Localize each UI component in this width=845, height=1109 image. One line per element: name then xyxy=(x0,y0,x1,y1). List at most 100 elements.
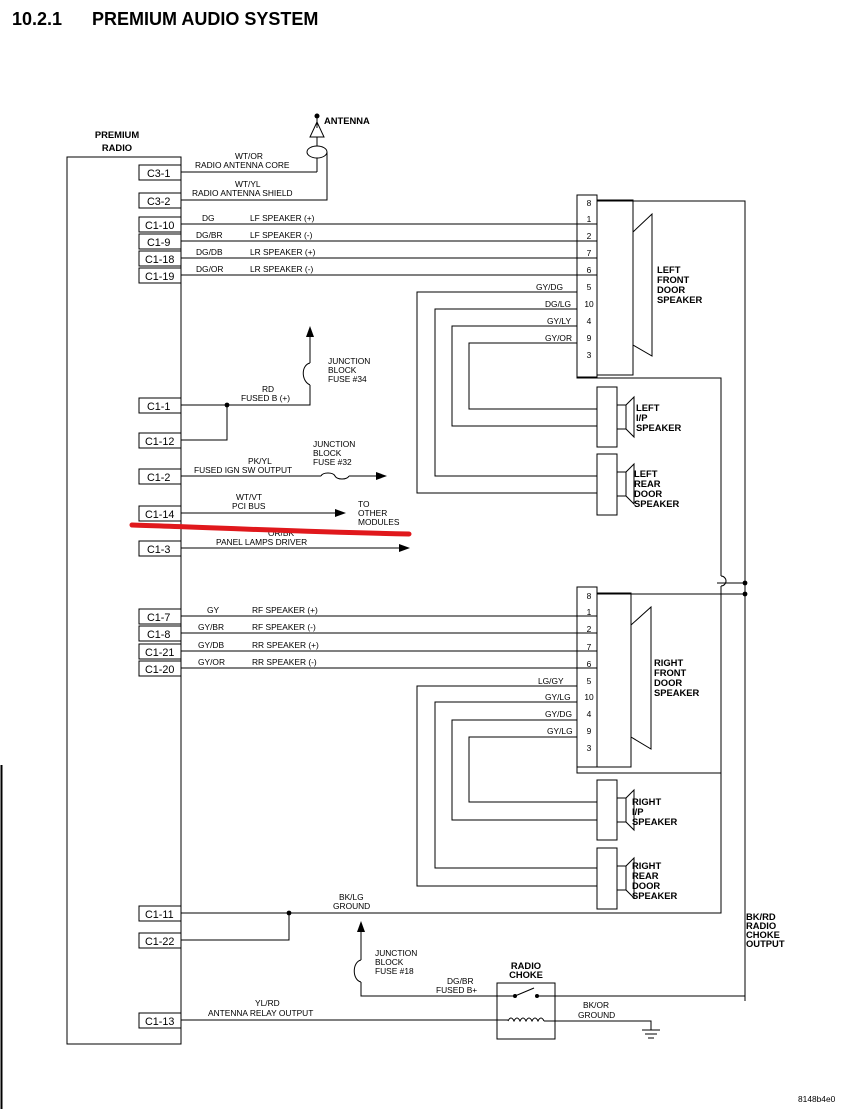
svg-text:GY/BR: GY/BR xyxy=(198,622,224,632)
svg-text:ANTENNA RELAY OUTPUT: ANTENNA RELAY OUTPUT xyxy=(208,1008,313,1018)
svg-text:RIGHT: RIGHT xyxy=(654,657,683,668)
panel-lamps-driver: OR/BK PANEL LAMPS DRIVER xyxy=(181,528,410,552)
connector-c3-1: C3-1 xyxy=(147,168,170,180)
svg-text:DOOR: DOOR xyxy=(654,677,682,688)
svg-text:PANEL LAMPS DRIVER: PANEL LAMPS DRIVER xyxy=(216,537,307,547)
svg-text:1: 1 xyxy=(587,214,592,224)
svg-text:7: 7 xyxy=(587,248,592,258)
svg-text:I/P: I/P xyxy=(636,412,647,423)
svg-text:RR SPEAKER (+): RR SPEAKER (+) xyxy=(252,640,319,650)
arrow-up-icon xyxy=(306,326,314,337)
antenna-relay-output: YL/RD ANTENNA RELAY OUTPUT xyxy=(181,998,508,1021)
left-speaker-wires: DG LF SPEAKER (+) DG/BR LF SPEAKER (-) D… xyxy=(181,213,597,276)
svg-text:YL/RD: YL/RD xyxy=(255,998,280,1008)
arrow-right-icon xyxy=(399,544,410,552)
left-front-door-speaker: 8 1 2 7 6 5 10 4 9 3 LEFT FRONT DOOR SPE… xyxy=(536,194,703,378)
connector-pins: C3-1 C3-2 C1-10 C1-9 C1-18 C1-19 C1-1 C1… xyxy=(138,164,182,1029)
svg-text:DG/BR: DG/BR xyxy=(196,230,223,240)
svg-text:LEFT: LEFT xyxy=(657,264,681,275)
svg-text:FRONT: FRONT xyxy=(654,667,687,678)
choke-output-label: BK/RD RADIO CHOKE OUTPUT xyxy=(746,911,785,949)
svg-text:6: 6 xyxy=(587,659,592,669)
svg-text:FRONT: FRONT xyxy=(657,274,690,285)
connector-c1-14: C1-14 xyxy=(145,509,174,521)
svg-text:WT/OR: WT/OR xyxy=(235,151,263,161)
svg-text:RADIO: RADIO xyxy=(511,960,541,971)
connector-c1-13: C1-13 xyxy=(145,1016,174,1028)
svg-text:DOOR: DOOR xyxy=(634,488,662,499)
junction-block-fuse-34: JUNCTION BLOCK FUSE #34 RD FUSED B (+) xyxy=(181,326,370,441)
svg-text:SPEAKER: SPEAKER xyxy=(634,498,680,509)
svg-text:WT/VT: WT/VT xyxy=(236,492,262,502)
choke-ground: BK/OR GROUND xyxy=(544,1000,660,1039)
svg-text:GY/LG: GY/LG xyxy=(547,726,573,736)
svg-text:FUSE #18: FUSE #18 xyxy=(375,966,414,976)
svg-text:5: 5 xyxy=(587,676,592,686)
svg-text:BLOCK: BLOCK xyxy=(375,957,404,967)
svg-text:1: 1 xyxy=(587,607,592,617)
svg-text:LF SPEAKER (-): LF SPEAKER (-) xyxy=(250,230,313,240)
svg-text:8: 8 xyxy=(587,198,592,208)
premium-radio: PREMIUM RADIO xyxy=(66,129,182,1045)
svg-text:GROUND: GROUND xyxy=(578,1010,615,1020)
connector-c3-2: C3-2 xyxy=(147,196,170,208)
svg-text:DG/OR: DG/OR xyxy=(196,264,223,274)
panel-lamps-color: OR/BK xyxy=(268,528,294,538)
svg-text:OUTPUT: OUTPUT xyxy=(746,938,785,949)
choke-coil xyxy=(507,1017,545,1023)
connector-c1-22: C1-22 xyxy=(145,936,174,948)
svg-text:10: 10 xyxy=(584,299,594,309)
svg-text:RIGHT: RIGHT xyxy=(632,860,661,871)
svg-text:DOOR: DOOR xyxy=(632,880,660,891)
svg-text:SPEAKER: SPEAKER xyxy=(632,890,678,901)
svg-text:RD: RD xyxy=(262,384,274,394)
arrow-right-icon xyxy=(376,472,387,480)
svg-text:RF SPEAKER (-): RF SPEAKER (-) xyxy=(252,622,316,632)
svg-text:FUSE #34: FUSE #34 xyxy=(328,374,367,384)
svg-text:GY/LY: GY/LY xyxy=(547,316,571,326)
svg-text:RADIO: RADIO xyxy=(102,142,132,153)
arrow-up-icon xyxy=(357,921,365,932)
svg-text:DG/DB: DG/DB xyxy=(196,247,223,257)
svg-text:REAR: REAR xyxy=(632,870,659,881)
svg-text:BK/LG: BK/LG xyxy=(339,892,364,902)
connector-c1-19: C1-19 xyxy=(145,271,174,283)
connector-c1-1: C1-1 xyxy=(147,401,170,413)
svg-text:GY/OR: GY/OR xyxy=(545,333,572,343)
svg-text:CHOKE: CHOKE xyxy=(746,929,780,940)
svg-text:LEFT: LEFT xyxy=(634,468,658,479)
svg-text:PK/YL: PK/YL xyxy=(248,456,272,466)
antenna-label: ANTENNA xyxy=(324,115,370,126)
svg-text:10: 10 xyxy=(584,692,594,702)
svg-text:RIGHT: RIGHT xyxy=(632,796,661,807)
connector-c1-20: C1-20 xyxy=(145,664,174,676)
section-number: 10.2.1 xyxy=(12,9,62,29)
svg-text:DG: DG xyxy=(202,213,215,223)
svg-text:8: 8 xyxy=(587,591,592,601)
svg-text:FUSED B (+): FUSED B (+) xyxy=(241,393,290,403)
connector-c1-2: C1-2 xyxy=(147,472,170,484)
svg-text:SPEAKER: SPEAKER xyxy=(657,294,703,305)
svg-text:9: 9 xyxy=(587,726,592,736)
svg-text:GY/DG: GY/DG xyxy=(536,282,563,292)
svg-text:GY: GY xyxy=(207,605,220,615)
svg-text:LF SPEAKER (+): LF SPEAKER (+) xyxy=(250,213,315,223)
svg-text:2: 2 xyxy=(587,231,592,241)
svg-text:GY/OR: GY/OR xyxy=(198,657,225,667)
junction-block-fuse-32: JUNCTION BLOCK FUSE #32 PK/YL FUSED IGN … xyxy=(181,439,387,480)
svg-text:FUSE #32: FUSE #32 xyxy=(313,457,352,467)
connector-c1-9: C1-9 xyxy=(147,237,170,249)
right-rear-door-speaker: RIGHT REAR DOOR SPEAKER xyxy=(596,847,678,910)
svg-text:4: 4 xyxy=(587,709,592,719)
antenna-shield-wire xyxy=(181,152,328,201)
right-ip-speaker: RIGHT I/P SPEAKER xyxy=(596,779,678,841)
connector-c1-7: C1-7 xyxy=(147,612,170,624)
connector-c1-18: C1-18 xyxy=(145,254,174,266)
svg-text:3: 3 xyxy=(587,743,592,753)
pci-bus: WT/VT PCI BUS TO OTHER MODULES xyxy=(181,492,400,527)
svg-text:CHOKE: CHOKE xyxy=(509,969,543,980)
svg-text:MODULES: MODULES xyxy=(358,517,400,527)
svg-text:BLOCK: BLOCK xyxy=(328,365,357,375)
svg-text:3: 3 xyxy=(587,350,592,360)
